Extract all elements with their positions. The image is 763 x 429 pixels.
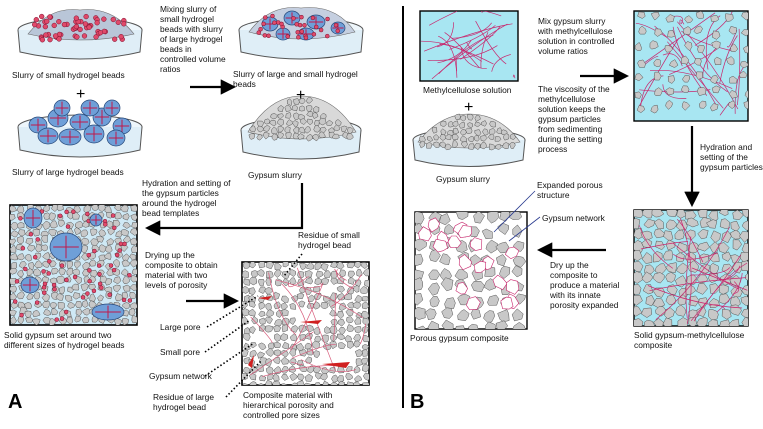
label-methylcellulose: Methylcellulose solution (423, 85, 512, 95)
text-hydration-a: Hydration and setting of the gypsum part… (142, 178, 233, 218)
label-solid-a: Solid gypsum set around two different si… (4, 330, 124, 350)
text-mix-b: Mix gypsum slurry with methylcellulose s… (537, 16, 617, 56)
label-slurry-mixed: Slurry of large and small hydrogel beads (233, 69, 360, 89)
label-expanded-porous: Expanded porous structure (537, 180, 605, 200)
label-small-pore: Small pore (160, 347, 200, 357)
methylcellulose-box (419, 10, 519, 82)
label-residue-large: Residue of large hydrogel bead (153, 392, 216, 412)
label-solid-composite-b: Solid gypsum-methylcellulose composite (634, 330, 747, 350)
label-gypsum-slurry-a: Gypsum slurry (248, 170, 303, 180)
solid-gypsum-box-a (9, 204, 138, 326)
leader-lines-b (493, 190, 541, 242)
mixed-solution-box (633, 10, 749, 122)
plus-sign-a: + (76, 86, 85, 103)
porous-composite-box-b (414, 211, 528, 330)
text-mixing: Mixing slurry of small hydrogel beads wi… (160, 4, 228, 74)
label-slurry-large: Slurry of large hydrogel beads (12, 167, 124, 177)
plus-sign-a2: + (296, 87, 305, 104)
leader-lines-a (204, 253, 303, 398)
text-drying-a: Drying up the composite to obtain materi… (145, 250, 220, 290)
dish-large-beads (17, 99, 143, 158)
dish-mixed-beads (238, 7, 364, 60)
dish-gypsum-slurry-b (412, 113, 526, 167)
solid-composite-box-b (633, 209, 749, 327)
text-viscosity-b: The viscosity of the methylcellulose sol… (538, 84, 612, 154)
label-porous-composite: Porous gypsum composite (410, 333, 509, 343)
label-gypsum-network-a: Gypsum network (149, 371, 213, 381)
label-gypsum-network-b: Gypsum network (542, 213, 606, 223)
arrow-hydration-a (144, 183, 304, 236)
panel-letter-a: A (8, 391, 22, 413)
label-gypsum-slurry-b: Gypsum slurry (436, 174, 491, 184)
text-hydration-b: Hydration and setting of the gypsum part… (700, 142, 763, 172)
label-slurry-small: Slurry of small hydrogel beads (12, 70, 125, 80)
dish-small-beads (17, 9, 143, 60)
plus-sign-b: + (464, 99, 473, 116)
dish-gypsum-slurry-a (240, 95, 362, 160)
text-dry-b: Dry up the composite to produce a materi… (549, 260, 622, 310)
label-large-pore: Large pore (160, 322, 201, 332)
panel-letter-b: B (410, 391, 424, 413)
composite-box-a (241, 261, 370, 386)
label-composite-a: Composite material with hierarchical por… (243, 390, 336, 420)
label-residue-small: Residue of small hydrogel bead (298, 230, 362, 250)
